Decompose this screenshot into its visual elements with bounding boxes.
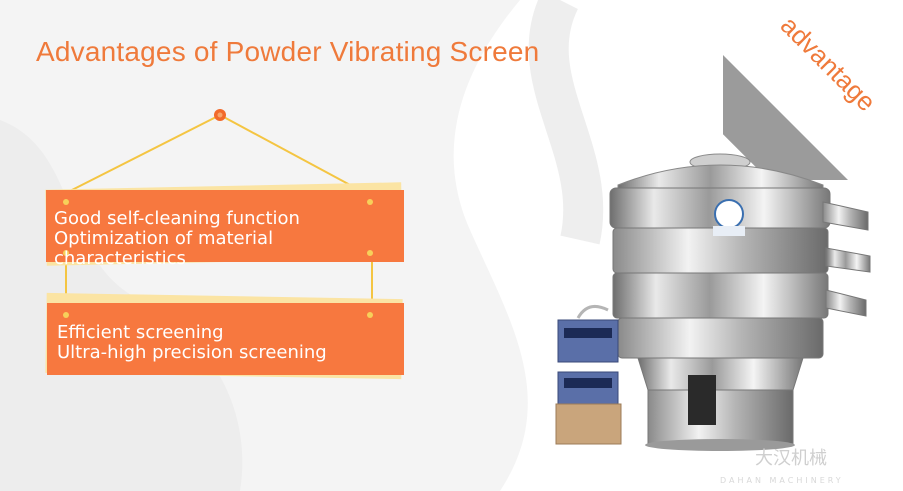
board-2-dot-right [367, 312, 373, 318]
board-2-line-1: Efficient screening [57, 322, 224, 343]
board-2-dot-left [63, 312, 69, 318]
board-1-dot-right [367, 199, 373, 205]
board-1-line-1: Good self-cleaning function [54, 208, 300, 229]
watermark-subtext: DAHAN MACHINERY [720, 476, 844, 485]
vibrating-screen-machine-image [555, 153, 871, 451]
advantage-board-1: Good self-cleaning function Optimization… [46, 190, 404, 269]
board-1-line-2: Optimization of material characteristics [54, 228, 274, 269]
board-1-dot-bottom-left [63, 250, 69, 256]
board-1-dot-left [63, 199, 69, 205]
board-2-line-2: Ultra-high precision screening [57, 342, 327, 363]
page-title: Advantages of Powder Vibrating Screen [36, 36, 540, 67]
board-1-dot-bottom-right [367, 250, 373, 256]
watermark-logo: 大汉机械 [755, 448, 827, 469]
advantage-board-2: Efficient screening Ultra-high precision… [47, 303, 404, 375]
